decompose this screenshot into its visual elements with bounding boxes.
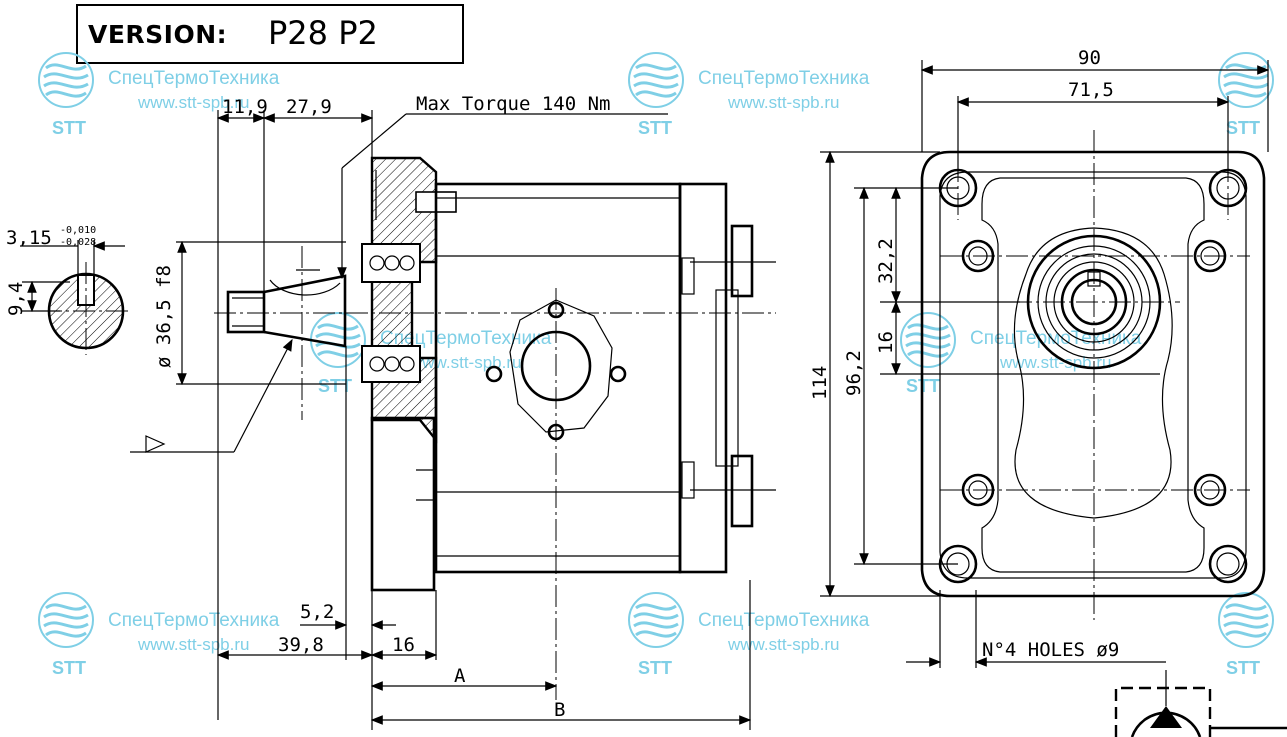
port-flange (509, 299, 613, 433)
front-view: 90 71,5 114 96,2 32,2 16 N°4 HOLES ø9 (809, 47, 1287, 737)
dim-39-8: 39,8 (278, 634, 324, 656)
stt-logo-icon (37, 51, 95, 109)
front-height-114: 114 (809, 366, 831, 400)
stt-logo-icon (627, 591, 685, 649)
front-height-96-2: 96,2 (843, 350, 865, 396)
wm-url-2: www.stt-spb.ru (727, 93, 839, 112)
version-value: P28 P2 (268, 14, 378, 52)
shaft-key-detail: 3,15 -0,010 -0,028 9,4 (5, 225, 132, 355)
watermark-group: STT СпецТермоТехника www.stt-spb.ru STT … (37, 51, 1275, 678)
version-label: VERSION: (88, 20, 228, 49)
bearing-bottom (361, 345, 421, 383)
wm-brand-2: СпецТермоТехника (698, 68, 870, 89)
wm-logo-text-8: STT (1226, 658, 1260, 678)
key-arc (269, 279, 341, 296)
wm-logo-text-2: STT (638, 118, 672, 138)
shaft-tip (226, 290, 266, 334)
flange-lower (370, 416, 436, 592)
wm-brand-7: СпецТермоТехника (698, 610, 870, 631)
stt-logo-icon (1217, 591, 1275, 649)
stt-logo-icon (899, 311, 957, 369)
pump-symbol-frame (1114, 686, 1212, 737)
wm-logo-text-1: STT (52, 118, 86, 138)
stt-logo-icon (1217, 51, 1275, 109)
side-view: ø 36,5 f8 11,9 27,9 Max Torque 140 Nm 5,… (130, 93, 776, 730)
dim-16-side: 16 (392, 634, 415, 656)
holes-note: N°4 HOLES ø9 (982, 639, 1119, 661)
bolt-head-bottom (730, 454, 754, 528)
taper-symbol-icon (145, 435, 166, 453)
dim-B: B (554, 699, 565, 721)
mount-hole (1208, 544, 1248, 584)
wm-logo-text-4: STT (318, 376, 352, 396)
wm-brand-6: СпецТермоТехника (108, 610, 280, 631)
wm-url-7: www.stt-spb.ru (727, 635, 839, 654)
body-outline (981, 177, 1205, 573)
front-dim-32-2: 32,2 (875, 238, 897, 284)
key-width-dim: 3,15 (6, 227, 52, 249)
wm-brand-4: СпецТермоТехника (380, 328, 552, 349)
stt-logo-icon (627, 51, 685, 109)
pump-body (434, 182, 682, 574)
bolt-head-top (730, 224, 754, 298)
dim-11-9: 11,9 (222, 96, 268, 118)
wm-logo-text-3: STT (1226, 118, 1260, 138)
front-width-71-5: 71,5 (1068, 79, 1114, 101)
version-box: VERSION: P28 P2 (76, 4, 464, 64)
key-height-dim: 9,4 (5, 282, 27, 316)
port-bolt-hole (485, 365, 503, 383)
dim-5-2: 5,2 (300, 601, 334, 623)
dim-27-9: 27,9 (286, 96, 332, 118)
shaft-diameter-dim: ø 36,5 f8 (153, 265, 175, 368)
wm-url-6: www.stt-spb.ru (137, 635, 249, 654)
wm-brand-1: СпецТермоТехника (108, 68, 280, 89)
torque-note: Max Torque 140 Nm (416, 93, 610, 115)
wm-url-1: www.stt-spb.ru (137, 93, 249, 112)
front-width-90: 90 (1078, 47, 1101, 69)
port-bulge-outline (1013, 227, 1173, 519)
front-dim-16: 16 (875, 331, 897, 354)
wm-logo-text-7: STT (638, 658, 672, 678)
key-tol-upper: -0,010 (60, 225, 96, 236)
key-tol-lower: -0,028 (60, 237, 96, 248)
pump-direction-arrow-icon (1150, 706, 1182, 728)
rear-cover (678, 182, 728, 574)
dim-A: A (454, 665, 466, 687)
stt-logo-icon (309, 311, 367, 369)
wm-logo-text-6: STT (52, 658, 86, 678)
flange-inner-outline (939, 171, 1247, 579)
bearing-top (361, 243, 421, 283)
stt-logo-icon (37, 591, 95, 649)
port-bolt-hole (609, 365, 627, 383)
mounting-flange-outline (920, 150, 1266, 598)
rear-cover-inner (715, 289, 739, 467)
tapered-shaft (263, 274, 347, 348)
